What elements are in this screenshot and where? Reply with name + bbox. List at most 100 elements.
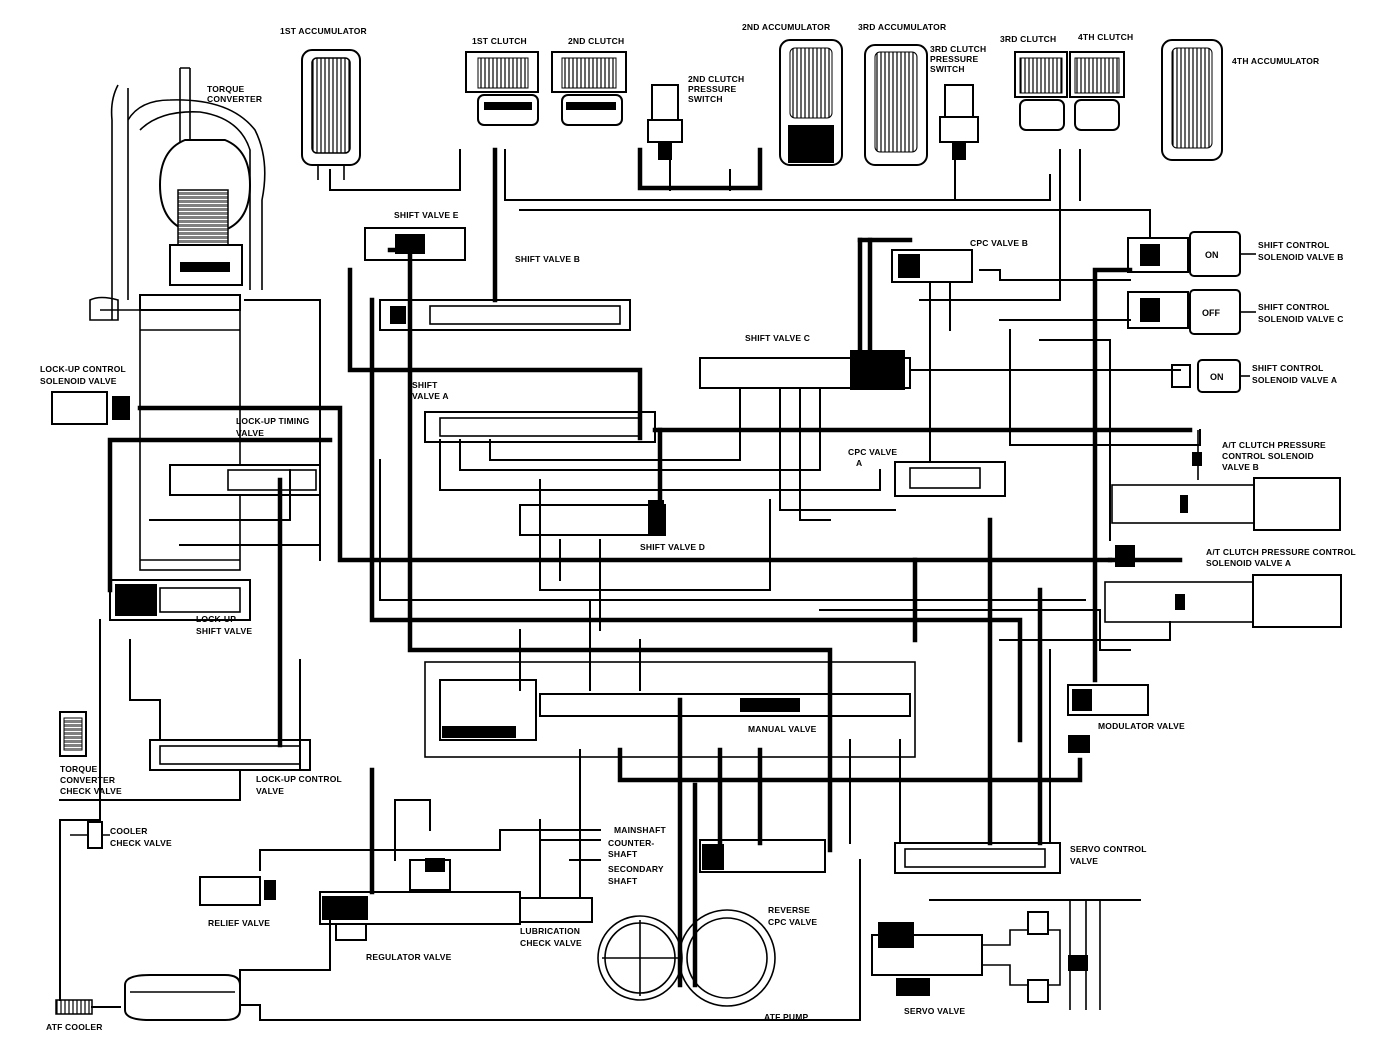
solenoid-a-state: ON — [1210, 372, 1224, 382]
label-4th-accumulator: 4TH ACCUMULATOR — [1232, 56, 1319, 66]
first-accumulator — [301, 49, 361, 180]
torque-converter-check-valve — [59, 711, 87, 757]
shift-control-solenoid-c — [1127, 289, 1256, 335]
label-torque-converter-1: TORQUE — [207, 84, 245, 94]
label-2nd-clutch-switch-1: 2ND CLUTCH — [688, 74, 744, 84]
cpc-valve-b — [891, 249, 973, 283]
label-mainshaft: MAINSHAFT — [614, 825, 666, 835]
modulator-valve — [1067, 684, 1149, 753]
second-accumulator — [779, 39, 843, 166]
third-accumulator — [864, 44, 928, 166]
relief-valve — [199, 876, 276, 906]
label-3rd-clutch-switch-1: 3RD CLUTCH — [930, 44, 986, 54]
label-cooler-check-1: COOLER — [110, 826, 148, 836]
lockup-control-solenoid — [51, 391, 130, 425]
solenoid-c-state: OFF — [1202, 308, 1220, 318]
label-tc-check-3: CHECK VALVE — [60, 786, 122, 796]
second-clutch — [551, 51, 627, 126]
shift-valve-c — [699, 350, 911, 390]
label-at-sol-b-1: A/T CLUTCH PRESSURE — [1222, 440, 1326, 450]
label-countershaft-1: COUNTER- — [608, 838, 654, 848]
regulator-valve — [319, 858, 521, 941]
label-atf-cooler: ATF COOLER — [46, 1022, 103, 1032]
reverse-cpc-valve — [699, 839, 826, 873]
label-secondary-shaft-2: SHAFT — [608, 876, 638, 886]
hydraulic-lines-thick — [107, 147, 1193, 988]
at-clutch-pressure-solenoid-b — [1111, 430, 1341, 531]
label-reverse-cpc-2: CPC VALVE — [768, 917, 817, 927]
label-2nd-clutch-switch-2: PRESSURE — [688, 84, 736, 94]
label-2nd-clutch-switch-3: SWITCH — [688, 94, 723, 104]
label-shift-sol-a-1: SHIFT CONTROL — [1252, 363, 1324, 373]
label-3rd-clutch-switch-2: PRESSURE — [930, 54, 978, 64]
label-lubrication-check-1: LUBRICATION — [520, 926, 580, 936]
shift-valve-d — [519, 500, 666, 536]
label-servo-control-2: VALVE — [1070, 856, 1098, 866]
label-lockup-sol-2: SOLENOID VALVE — [40, 376, 117, 386]
label-relief-valve: RELIEF VALVE — [208, 918, 270, 928]
label-lockup-shift-1: LOCK-UP — [196, 614, 236, 624]
shift-valve-a — [424, 411, 656, 443]
label-shift-valve-d: SHIFT VALVE D — [640, 542, 705, 552]
cpc-valve-a — [894, 461, 1006, 497]
fourth-clutch — [1069, 51, 1125, 131]
label-cooler-check-2: CHECK VALVE — [110, 838, 172, 848]
solenoid-b-state: ON — [1205, 250, 1219, 260]
label-lockup-timing-1: LOCK-UP TIMING — [236, 416, 310, 426]
label-2nd-accumulator: 2ND ACCUMULATOR — [742, 22, 830, 32]
label-cpc-valve-a-1: CPC VALVE — [848, 447, 897, 457]
label-lockup-shift-2: SHIFT VALVE — [196, 626, 252, 636]
lockup-control-valve — [149, 739, 311, 771]
shift-valve-e — [364, 227, 466, 261]
label-at-sol-a-2: SOLENOID VALVE A — [1206, 558, 1291, 568]
servo-valve — [871, 900, 1101, 1010]
label-shift-sol-c-2: SOLENOID VALVE C — [1258, 314, 1344, 324]
label-countershaft-2: SHAFT — [608, 849, 638, 859]
lockup-timing-valve — [169, 464, 321, 496]
label-lockup-timing-2: VALVE — [236, 428, 264, 438]
label-tc-check-2: CONVERTER — [60, 775, 115, 785]
cooler-check-valve — [70, 821, 110, 849]
atf-pump — [597, 909, 776, 1007]
at-clutch-pressure-solenoid-a — [1104, 545, 1342, 628]
label-lockup-control-2: VALVE — [256, 786, 284, 796]
label-shift-sol-b-1: SHIFT CONTROL — [1258, 240, 1330, 250]
fourth-accumulator — [1161, 39, 1223, 161]
label-shift-valve-a-1: SHIFT — [412, 380, 438, 390]
shift-control-solenoid-b — [1127, 231, 1256, 277]
label-tc-check-1: TORQUE — [60, 764, 98, 774]
label-cpc-valve-a-2: A — [856, 458, 862, 468]
label-secondary-shaft-1: SECONDARY — [608, 864, 664, 874]
label-4th-clutch: 4TH CLUTCH — [1078, 32, 1133, 42]
label-shift-sol-c-1: SHIFT CONTROL — [1258, 302, 1330, 312]
manual-valve — [424, 661, 916, 758]
label-shift-valve-b: SHIFT VALVE B — [515, 254, 580, 264]
shift-control-solenoid-a — [1171, 359, 1250, 393]
label-3rd-accumulator: 3RD ACCUMULATOR — [858, 22, 946, 32]
label-modulator-valve: MODULATOR VALVE — [1098, 721, 1185, 731]
label-cpc-valve-b: CPC VALVE B — [970, 238, 1028, 248]
second-clutch-pressure-switch — [647, 84, 683, 160]
label-servo-control-1: SERVO CONTROL — [1070, 844, 1147, 854]
first-clutch — [465, 51, 539, 126]
label-shift-valve-a-2: VALVE A — [412, 391, 449, 401]
label-1st-accumulator: 1ST ACCUMULATOR — [280, 26, 367, 36]
label-1st-clutch: 1ST CLUTCH — [472, 36, 527, 46]
label-lockup-control-1: LOCK-UP CONTROL — [256, 774, 342, 784]
lubrication-check-valve — [519, 897, 593, 923]
label-servo-valve: SERVO VALVE — [904, 1006, 965, 1016]
torque-converter — [89, 67, 266, 571]
lockup-shift-valve — [109, 579, 251, 621]
label-3rd-clutch: 3RD CLUTCH — [1000, 34, 1056, 44]
label-torque-converter-2: CONVERTER — [207, 94, 262, 104]
label-3rd-clutch-switch-3: SWITCH — [930, 64, 965, 74]
label-reverse-cpc-1: REVERSE — [768, 905, 810, 915]
label-lockup-sol-1: LOCK-UP CONTROL — [40, 364, 126, 374]
label-manual-valve: MANUAL VALVE — [748, 724, 817, 734]
shift-valve-b — [379, 299, 631, 331]
label-shift-sol-b-2: SOLENOID VALVE B — [1258, 252, 1344, 262]
label-shift-valve-c: SHIFT VALVE C — [745, 333, 810, 343]
third-clutch — [1014, 51, 1068, 131]
atf-cooler — [55, 974, 241, 1021]
